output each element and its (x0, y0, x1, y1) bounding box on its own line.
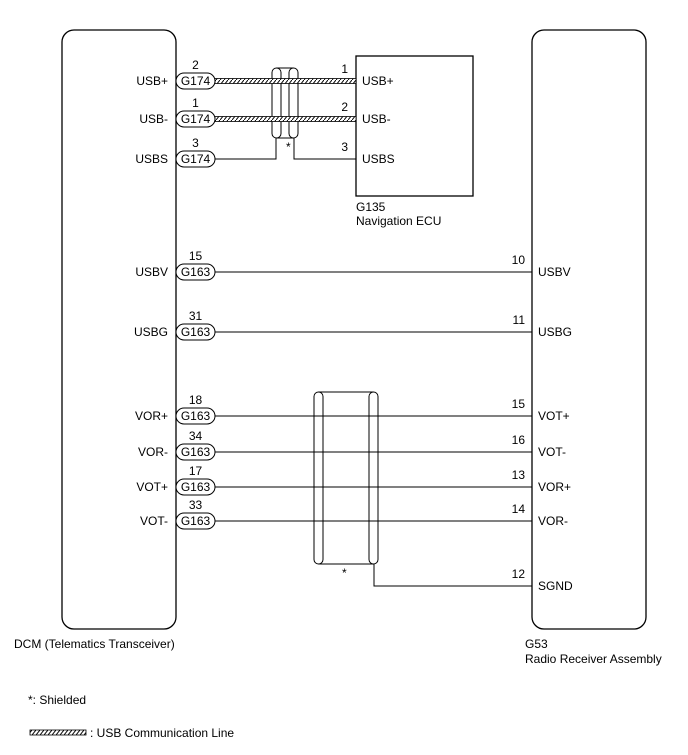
left-signal-usbg: USBG (134, 325, 168, 339)
navigation-ecu-box (355, 55, 474, 197)
sgnd-pin: 12 (512, 567, 526, 581)
connector-usb-plus (175, 72, 216, 90)
connector-vot-minus (175, 512, 216, 530)
left-pin-vot-minus: 33 (189, 498, 203, 512)
wires-layer: G1742USB+1USB+G1741USB-2USB-G1743USBS3US… (134, 58, 572, 530)
radio-receiver-box (531, 29, 647, 630)
left-pin-usb-plus: 2 (192, 58, 199, 72)
right-signal-vor-plus: VOT+ (538, 409, 570, 423)
right-signal-usbg: USBG (538, 325, 572, 339)
usb-line-usb-plus (214, 78, 357, 84)
right-signal-usbs: USBS (362, 152, 395, 166)
sgnd-signal: SGND (538, 579, 573, 593)
connector-usbg (175, 323, 216, 341)
dcm-label: DCM (Telematics Transceiver) (14, 637, 175, 651)
left-signal-vor-minus: VOR- (138, 445, 168, 459)
connector-usbs (175, 150, 216, 168)
connector-label-vot-minus: G163 (181, 514, 211, 528)
left-signal-usb-plus: USB+ (136, 74, 168, 88)
legend-usb-line: : USB Communication Line (90, 726, 234, 740)
right-signal-vot-minus: VOR- (538, 514, 568, 528)
right-signal-vor-minus: VOT- (538, 445, 566, 459)
connector-usb-minus (175, 110, 216, 128)
usb-shield-drain (215, 138, 277, 160)
right-pin-usbg: 11 (513, 313, 526, 327)
connector-label-usbs: G174 (181, 152, 211, 166)
right-pin-vot-minus: 14 (512, 502, 526, 516)
left-pin-usbs: 3 (192, 136, 199, 150)
navigation-ecu-code: G135 (356, 200, 386, 214)
left-pin-vot-plus: 17 (189, 464, 203, 478)
usb-shield-drain-right (293, 138, 356, 160)
left-pin-usbg: 31 (189, 309, 203, 323)
audio-shield (313, 391, 379, 565)
left-signal-usb-minus: USB- (139, 112, 168, 126)
left-signal-usbs: USBS (135, 152, 168, 166)
right-pin-usbs: 3 (341, 140, 348, 154)
sgnd-drain-wire (373, 564, 532, 587)
usb-shield-marker: * (286, 140, 291, 154)
right-signal-usbv: USBV (538, 265, 571, 279)
connector-label-vor-minus: G163 (181, 445, 211, 459)
radio-receiver-label: Radio Receiver Assembly (525, 652, 662, 666)
left-signal-vor-plus: VOR+ (135, 409, 168, 423)
connector-label-vot-plus: G163 (181, 480, 211, 494)
legend-shielded: *: Shielded (28, 693, 86, 707)
left-signal-vot-plus: VOT+ (136, 480, 168, 494)
connector-vot-plus (175, 478, 216, 496)
connector-label-usbv: G163 (181, 265, 211, 279)
left-pin-usb-minus: 1 (192, 96, 199, 110)
right-pin-vot-plus: 13 (512, 468, 526, 482)
left-signal-usbv: USBV (135, 265, 168, 279)
right-signal-usb-plus: USB+ (362, 74, 394, 88)
legend-usb-sample (29, 729, 87, 736)
right-pin-usb-minus: 2 (341, 100, 348, 114)
connector-label-usb-plus: G174 (181, 74, 211, 88)
right-pin-usbv: 10 (512, 253, 526, 267)
left-pin-vor-plus: 18 (189, 393, 203, 407)
right-pin-usb-plus: 1 (341, 62, 348, 76)
usb-line-usb-minus (214, 116, 357, 122)
right-pin-vor-minus: 16 (512, 433, 526, 447)
left-signal-vot-minus: VOT- (140, 514, 168, 528)
left-pin-vor-minus: 34 (189, 429, 203, 443)
connector-label-usbg: G163 (181, 325, 211, 339)
audio-shield-marker: * (342, 566, 347, 580)
navigation-ecu-label: Navigation ECU (356, 214, 441, 228)
left-pin-usbv: 15 (189, 249, 203, 263)
connector-label-usb-minus: G174 (181, 112, 211, 126)
connector-vor-minus (175, 443, 216, 461)
connector-usbv (175, 263, 216, 281)
radio-receiver-code: G53 (525, 637, 548, 651)
connector-label-vor-plus: G163 (181, 409, 211, 423)
connector-vor-plus (175, 407, 216, 425)
right-pin-vor-plus: 15 (512, 397, 526, 411)
right-signal-usb-minus: USB- (362, 112, 391, 126)
right-signal-vot-plus: VOR+ (538, 480, 571, 494)
